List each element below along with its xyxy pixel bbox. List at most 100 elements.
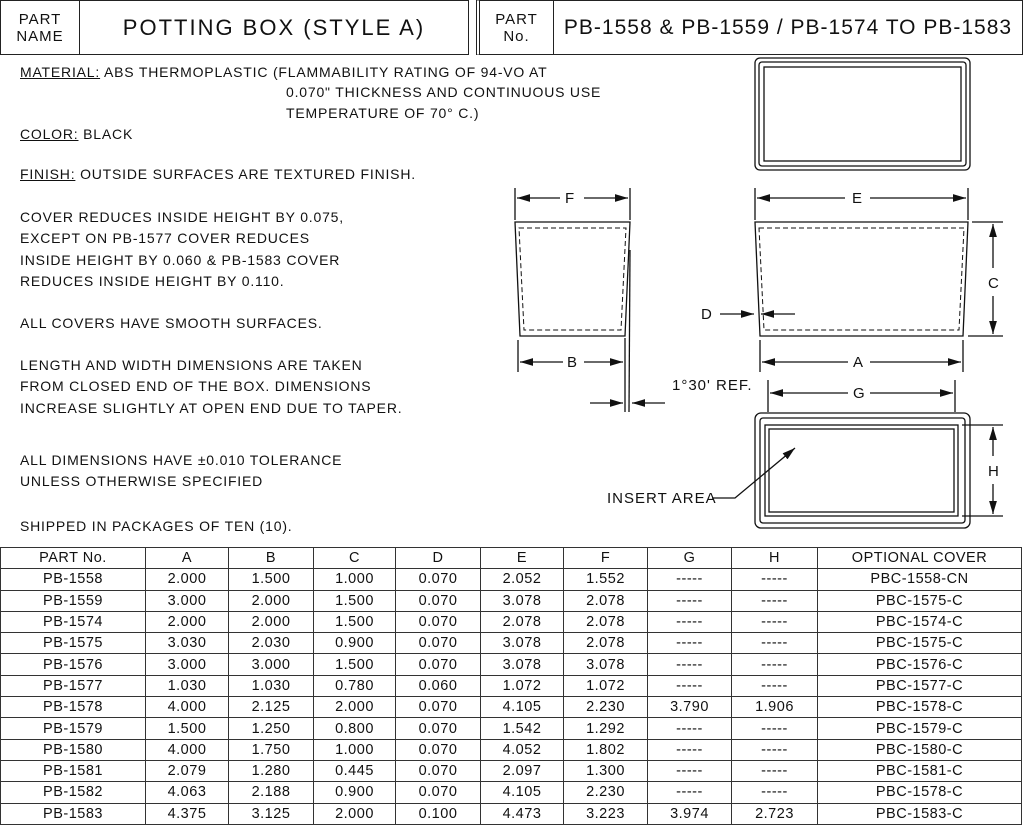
table-cell: 1.072 [563,674,648,698]
dim-h-label: H [988,463,1000,480]
table-cell: PB-1559 [0,589,146,612]
table-cell: 0.070 [395,632,481,655]
table-cell: PBC-1558-CN [817,568,1022,591]
table-cell: 0.070 [395,568,481,591]
table-cell: 1.030 [228,674,314,698]
table-cell: 3.790 [647,696,732,719]
dim-f-label: F [565,190,575,207]
front-view [720,188,1003,412]
table-cell: 0.900 [313,632,396,655]
table-cell: 0.070 [395,717,481,740]
table-cell: ----- [647,568,732,591]
table-cell: 1.000 [313,738,396,761]
angle-label: 1°30' REF. [672,377,753,394]
table-cell: 4.105 [480,781,564,804]
table-cell: PBC-1578-C [817,696,1022,719]
table-cell: PBC-1578-C [817,781,1022,804]
table-cell: 2.078 [563,610,648,634]
table-cell: ----- [647,738,732,761]
table-cell: PBC-1574-C [817,610,1022,634]
table-cell: PB-1581 [0,759,146,783]
part-name-label: PART NAME [0,0,80,55]
table-cell: 3.078 [480,589,564,612]
material-line3: TEMPERATURE OF 70° C.) [286,105,480,121]
table-cell: 2.000 [313,802,396,825]
column-header: OPTIONAL COVER [817,546,1022,570]
table-cell: ----- [731,781,818,804]
table-cell: ----- [731,653,818,676]
table-cell: 2.188 [228,781,314,804]
table-cell: PB-1578 [0,696,146,719]
table-cell: 1.300 [563,759,648,783]
table-cell: 1.802 [563,738,648,761]
color-note: COLOR: BLACK [20,126,134,142]
table-cell: PBC-1575-C [817,589,1022,612]
smooth-note: ALL COVERS HAVE SMOOTH SURFACES. [20,315,323,331]
table-cell: PBC-1577-C [817,674,1022,698]
table-cell: ----- [647,674,732,698]
table-cell: PB-1577 [0,674,146,698]
dim-g-label: G [853,385,866,402]
table-cell: ----- [731,674,818,698]
table-cell: PBC-1580-C [817,738,1022,761]
part-numbers: PB-1558 & PB-1559 / PB-1574 TO PB-1583 [553,0,1023,55]
drawing-title: POTTING BOX (STYLE A) [79,0,469,55]
table-cell: 1.000 [313,568,396,591]
table-cell: PBC-1576-C [817,653,1022,676]
table-cell: 1.292 [563,717,648,740]
table-cell: 4.105 [480,696,564,719]
table-cell: ----- [731,589,818,612]
finish-note: FINISH: OUTSIDE SURFACES ARE TEXTURED FI… [20,166,416,182]
table-cell: PB-1580 [0,738,146,761]
table-cell: PBC-1583-C [817,802,1022,825]
table-cell: 1.552 [563,568,648,591]
table-cell: 1.500 [228,568,314,591]
column-header: E [480,546,564,570]
table-cell: 0.060 [395,674,481,698]
table-cell: 1.030 [145,674,229,698]
table-cell: 0.900 [313,781,396,804]
table-cell: 0.070 [395,610,481,634]
table-cell: ----- [647,632,732,655]
table-cell: 4.000 [145,738,229,761]
table-cell: ----- [647,610,732,634]
box-views: F B 1°30' REF. E C D A G H INSERT AREA [514,57,1003,529]
table-cell: 2.078 [480,610,564,634]
table-cell: 2.230 [563,696,648,719]
column-header: F [563,546,648,570]
table-cell: 4.063 [145,781,229,804]
table-cell: ----- [731,568,818,591]
column-header: C [313,546,396,570]
table-cell: 0.445 [313,759,396,783]
table-cell: 2.723 [731,802,818,825]
table-cell: ----- [647,589,732,612]
table-cell: 0.780 [313,674,396,698]
table-cell: 4.000 [145,696,229,719]
cover-note: COVER REDUCES INSIDE HEIGHT BY 0.075, EX… [20,209,344,289]
table-cell: 0.070 [395,759,481,783]
table-cell: PB-1575 [0,632,146,655]
table-cell: 1.072 [480,674,564,698]
table-cell: 1.500 [313,653,396,676]
column-header: A [145,546,229,570]
table-cell: ----- [731,738,818,761]
table-cell: PB-1574 [0,610,146,634]
table-cell: ----- [647,759,732,783]
column-header: H [731,546,818,570]
table-cell: 2.125 [228,696,314,719]
shipping-note: SHIPPED IN PACKAGES OF TEN (10). [20,518,293,534]
table-cell: 4.375 [145,802,229,825]
table-cell: ----- [731,759,818,783]
table-cell: 3.078 [480,653,564,676]
dim-d-label: D [701,306,713,323]
table-cell: PBC-1579-C [817,717,1022,740]
table-cell: 1.542 [480,717,564,740]
table-cell: 0.070 [395,653,481,676]
